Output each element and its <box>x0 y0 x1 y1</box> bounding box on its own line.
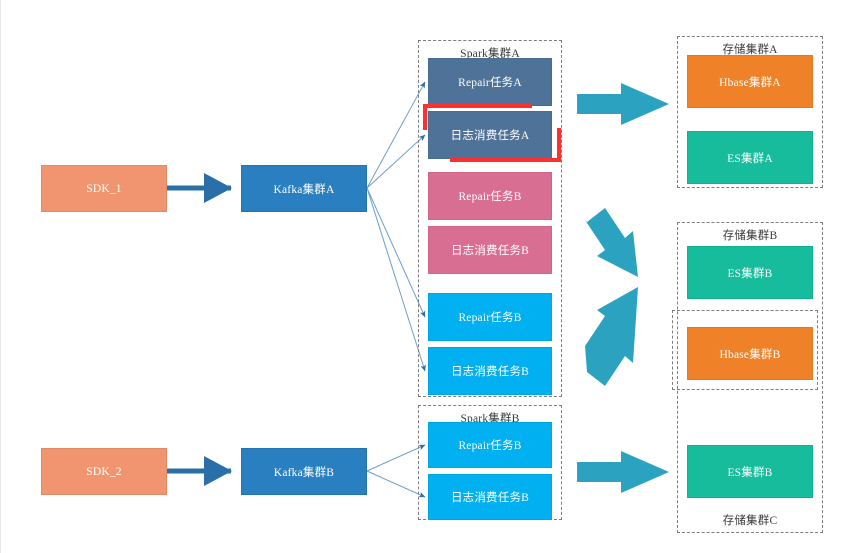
node-label: 日志消费任务B <box>450 366 530 378</box>
node-label: Hbase集群A <box>719 76 781 89</box>
node-es-cluster-a[interactable]: ES集群A <box>687 131 813 184</box>
node-label: Repair任务A <box>458 77 522 89</box>
highlight-bottom-segment <box>450 158 561 162</box>
node-task-log-consume-b-spark-b[interactable]: 日志消费任务B <box>428 474 552 520</box>
node-label: ES集群A <box>727 152 773 165</box>
node-label: ES集群B <box>727 466 773 479</box>
node-task-log-consume-b-cyan[interactable]: 日志消费任务B <box>428 347 552 395</box>
flow-spark-a-to-hbase-b <box>585 287 638 386</box>
node-label: 日志消费任务B <box>450 245 530 257</box>
node-label: Kafka集群A <box>273 183 335 196</box>
flow-spark-a-to-store-a <box>577 83 669 125</box>
highlight-left-segment <box>423 104 427 130</box>
node-label: 日志消费任务A <box>450 130 530 142</box>
flow-spark-a-to-store-b <box>585 208 638 277</box>
flow-kafka-b-fanout <box>366 444 426 498</box>
node-sdk-2[interactable]: SDK_2 <box>41 448 167 495</box>
node-label: SDK_2 <box>86 465 122 478</box>
group-label-storage-cluster-a: 存储集群A <box>722 44 778 56</box>
node-kafka-cluster-a[interactable]: Kafka集群A <box>241 165 367 212</box>
highlight-top-segment <box>423 104 532 108</box>
node-label: Repair任务B <box>458 312 522 324</box>
node-task-repair-b-spark-b[interactable]: Repair任务B <box>428 422 552 468</box>
group-label-storage-cluster-b: 存储集群B <box>722 230 778 242</box>
node-label: Repair任务B <box>458 440 522 452</box>
node-label: Repair任务B <box>458 191 522 203</box>
node-task-repair-b-pink[interactable]: Repair任务B <box>428 172 552 220</box>
group-spark-cluster-a: Spark集群A <box>418 40 562 397</box>
node-sdk-1[interactable]: SDK_1 <box>41 165 167 212</box>
node-label: 日志消费任务B <box>450 492 530 504</box>
node-es-cluster-b-2[interactable]: ES集群B <box>687 445 813 498</box>
group-storage-cluster-a: 存储集群A <box>677 36 823 188</box>
highlight-right-segment <box>557 128 561 162</box>
node-hbase-cluster-a[interactable]: Hbase集群A <box>687 55 813 108</box>
node-task-repair-a[interactable]: Repair任务A <box>428 58 552 106</box>
flow-spark-b-to-store-c <box>577 451 669 493</box>
node-label: ES集群B <box>727 267 773 280</box>
node-hbase-cluster-b[interactable]: Hbase集群B <box>687 327 813 380</box>
node-task-repair-b-cyan[interactable]: Repair任务B <box>428 293 552 341</box>
flow-kafka-a-fanout <box>366 81 426 372</box>
node-label: Kafka集群B <box>273 466 335 479</box>
node-label: Hbase集群B <box>719 348 781 361</box>
group-storage-hbase-b <box>672 310 818 390</box>
node-task-log-consume-a[interactable]: 日志消费任务A <box>428 111 552 159</box>
group-label-storage-cluster-c: 存储集群C <box>722 515 778 527</box>
group-storage-cluster-b: 存储集群B 存储集群C <box>677 222 823 533</box>
node-label: SDK_1 <box>86 182 122 195</box>
node-kafka-cluster-b[interactable]: Kafka集群B <box>241 448 367 495</box>
node-task-log-consume-b-pink[interactable]: 日志消费任务B <box>428 226 552 274</box>
group-label-spark-cluster-a: Spark集群A <box>460 48 520 60</box>
node-es-cluster-b[interactable]: ES集群B <box>687 246 813 299</box>
